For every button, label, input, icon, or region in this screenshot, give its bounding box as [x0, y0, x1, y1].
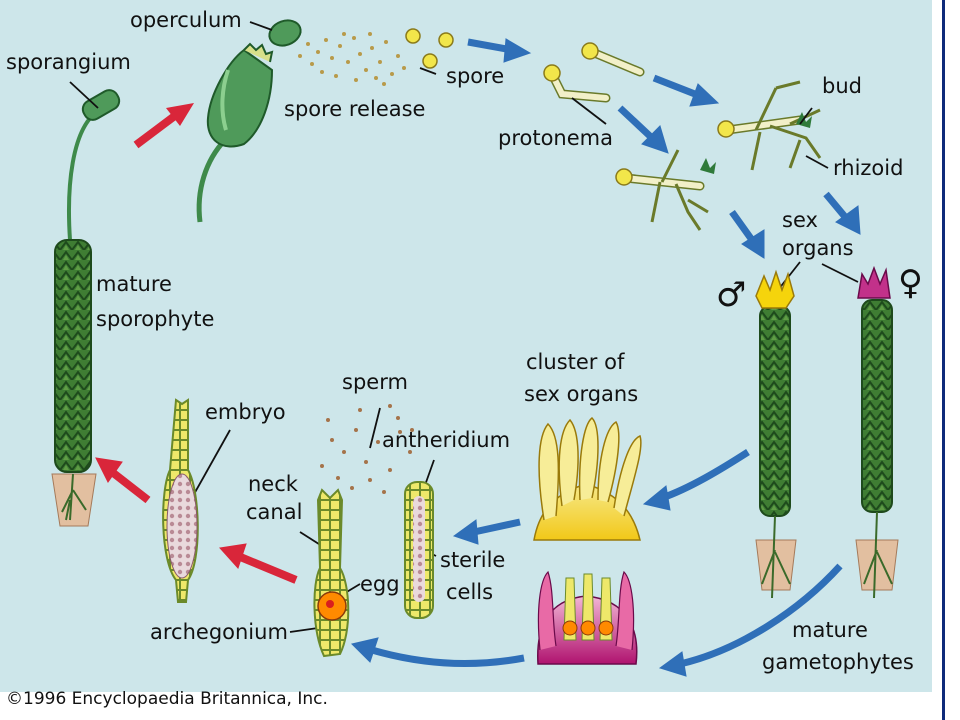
- label-mature: mature: [96, 272, 172, 296]
- label-neck: neck: [248, 472, 298, 496]
- red-arrow-egg-to-embryo: [219, 543, 298, 584]
- label-spore-release: spore release: [284, 97, 426, 121]
- mature-sporophyte-plant: [51, 89, 121, 527]
- filament-1: [581, 42, 645, 77]
- capsule-spore-release: [196, 19, 302, 223]
- filament-branched: [615, 149, 716, 231]
- blue-arrow-spore-to-protonema: [467, 38, 532, 63]
- red-arrow-embryo-to-sporophyte: [95, 457, 151, 504]
- antheridium: [404, 481, 434, 619]
- label-sperm: sperm: [342, 370, 408, 394]
- right-edge-line: [942, 0, 945, 720]
- label-organs: organs: [782, 236, 854, 260]
- female-symbol: ♀: [898, 263, 923, 303]
- blue-arrow-cluster-to-antheridium: [452, 518, 521, 545]
- blue-arrow-female-to-archegonium-cluster: [658, 563, 843, 677]
- label-egg: egg: [360, 572, 400, 596]
- label-antheridium: antheridium: [382, 428, 511, 452]
- blue-arrow-to-male: [729, 209, 765, 259]
- embryo-structure: [162, 398, 199, 603]
- copyright-notice: ©1996 Encyclopaedia Britannica, Inc.: [6, 689, 328, 709]
- label-sex-organs-cluster: sex organs: [524, 382, 639, 406]
- label-cells: cells: [446, 580, 494, 604]
- filament-2: [543, 64, 611, 103]
- caption-strip: [0, 692, 960, 720]
- male-gametophyte: [755, 269, 797, 599]
- label-bud: bud: [822, 74, 862, 98]
- label-sporophyte: sporophyte: [96, 307, 215, 331]
- label-cluster-of: cluster of: [526, 350, 625, 374]
- label-operculum: operculum: [130, 8, 242, 32]
- right-edge-bar: [932, 0, 960, 720]
- blue-arrow-protonema-to-branch: [617, 105, 669, 154]
- filament-with-bud: [717, 80, 822, 171]
- label-protonema: protonema: [498, 126, 613, 150]
- blue-arrow-to-female: [823, 191, 861, 235]
- red-arrows-lower: [95, 457, 298, 584]
- label-mature-gametophytes-2: gametophytes: [762, 650, 914, 674]
- label-mature-gametophytes-1: mature: [792, 618, 868, 642]
- sperm-cloud: [320, 404, 414, 494]
- diagram-background: [0, 0, 960, 692]
- label-sterile: sterile: [440, 548, 506, 572]
- spores: [405, 28, 454, 69]
- label-embryo: embryo: [205, 400, 286, 424]
- blue-arrow-male-to-cluster: [642, 449, 750, 511]
- label-sex: sex: [782, 208, 818, 232]
- blue-arrows: [351, 38, 861, 677]
- label-rhizoid: rhizoid: [833, 156, 904, 180]
- label-archegonium: archegonium: [150, 620, 288, 644]
- female-gametophyte: [855, 265, 899, 599]
- archegonium: [313, 488, 350, 658]
- label-spore: spore: [446, 64, 505, 88]
- red-arrow-sporophyte-to-capsule: [133, 103, 194, 149]
- archegonia-cluster: [537, 570, 638, 665]
- antheridia-cluster: [533, 417, 642, 541]
- label-sporangium: sporangium: [6, 50, 131, 74]
- label-canal: canal: [246, 500, 303, 524]
- blue-arrow-cluster-to-archegonium: [351, 637, 525, 668]
- blue-arrow-protonema-to-bud: [652, 74, 720, 107]
- spore-cloud: [298, 32, 406, 86]
- male-symbol: ♂: [716, 275, 747, 315]
